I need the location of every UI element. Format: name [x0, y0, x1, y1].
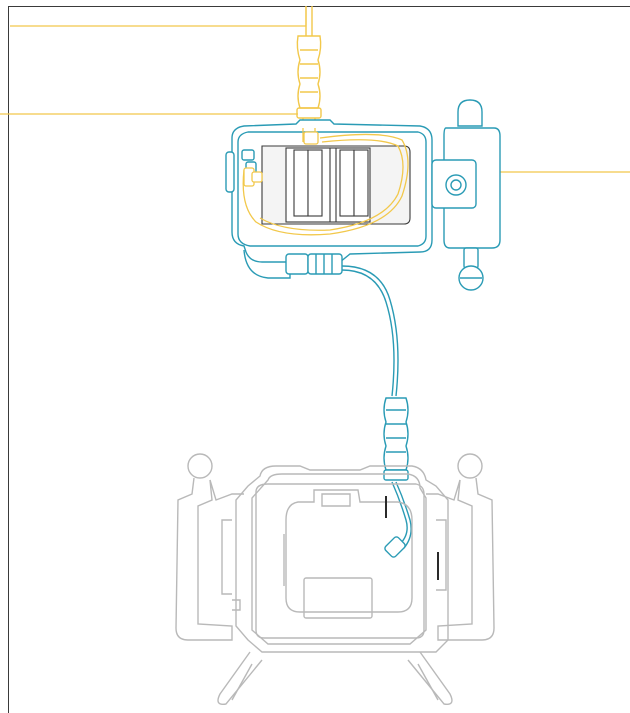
camera-housing	[175, 453, 495, 705]
top-connector-cable	[296, 6, 322, 128]
internal-wiring	[242, 128, 409, 236]
side-handle-mount	[431, 99, 501, 291]
frame-border	[8, 6, 630, 713]
control-box-window	[261, 145, 411, 225]
connecting-cable	[341, 265, 412, 558]
housing-dark-details	[385, 496, 439, 580]
callout-line-top	[10, 6, 307, 27]
